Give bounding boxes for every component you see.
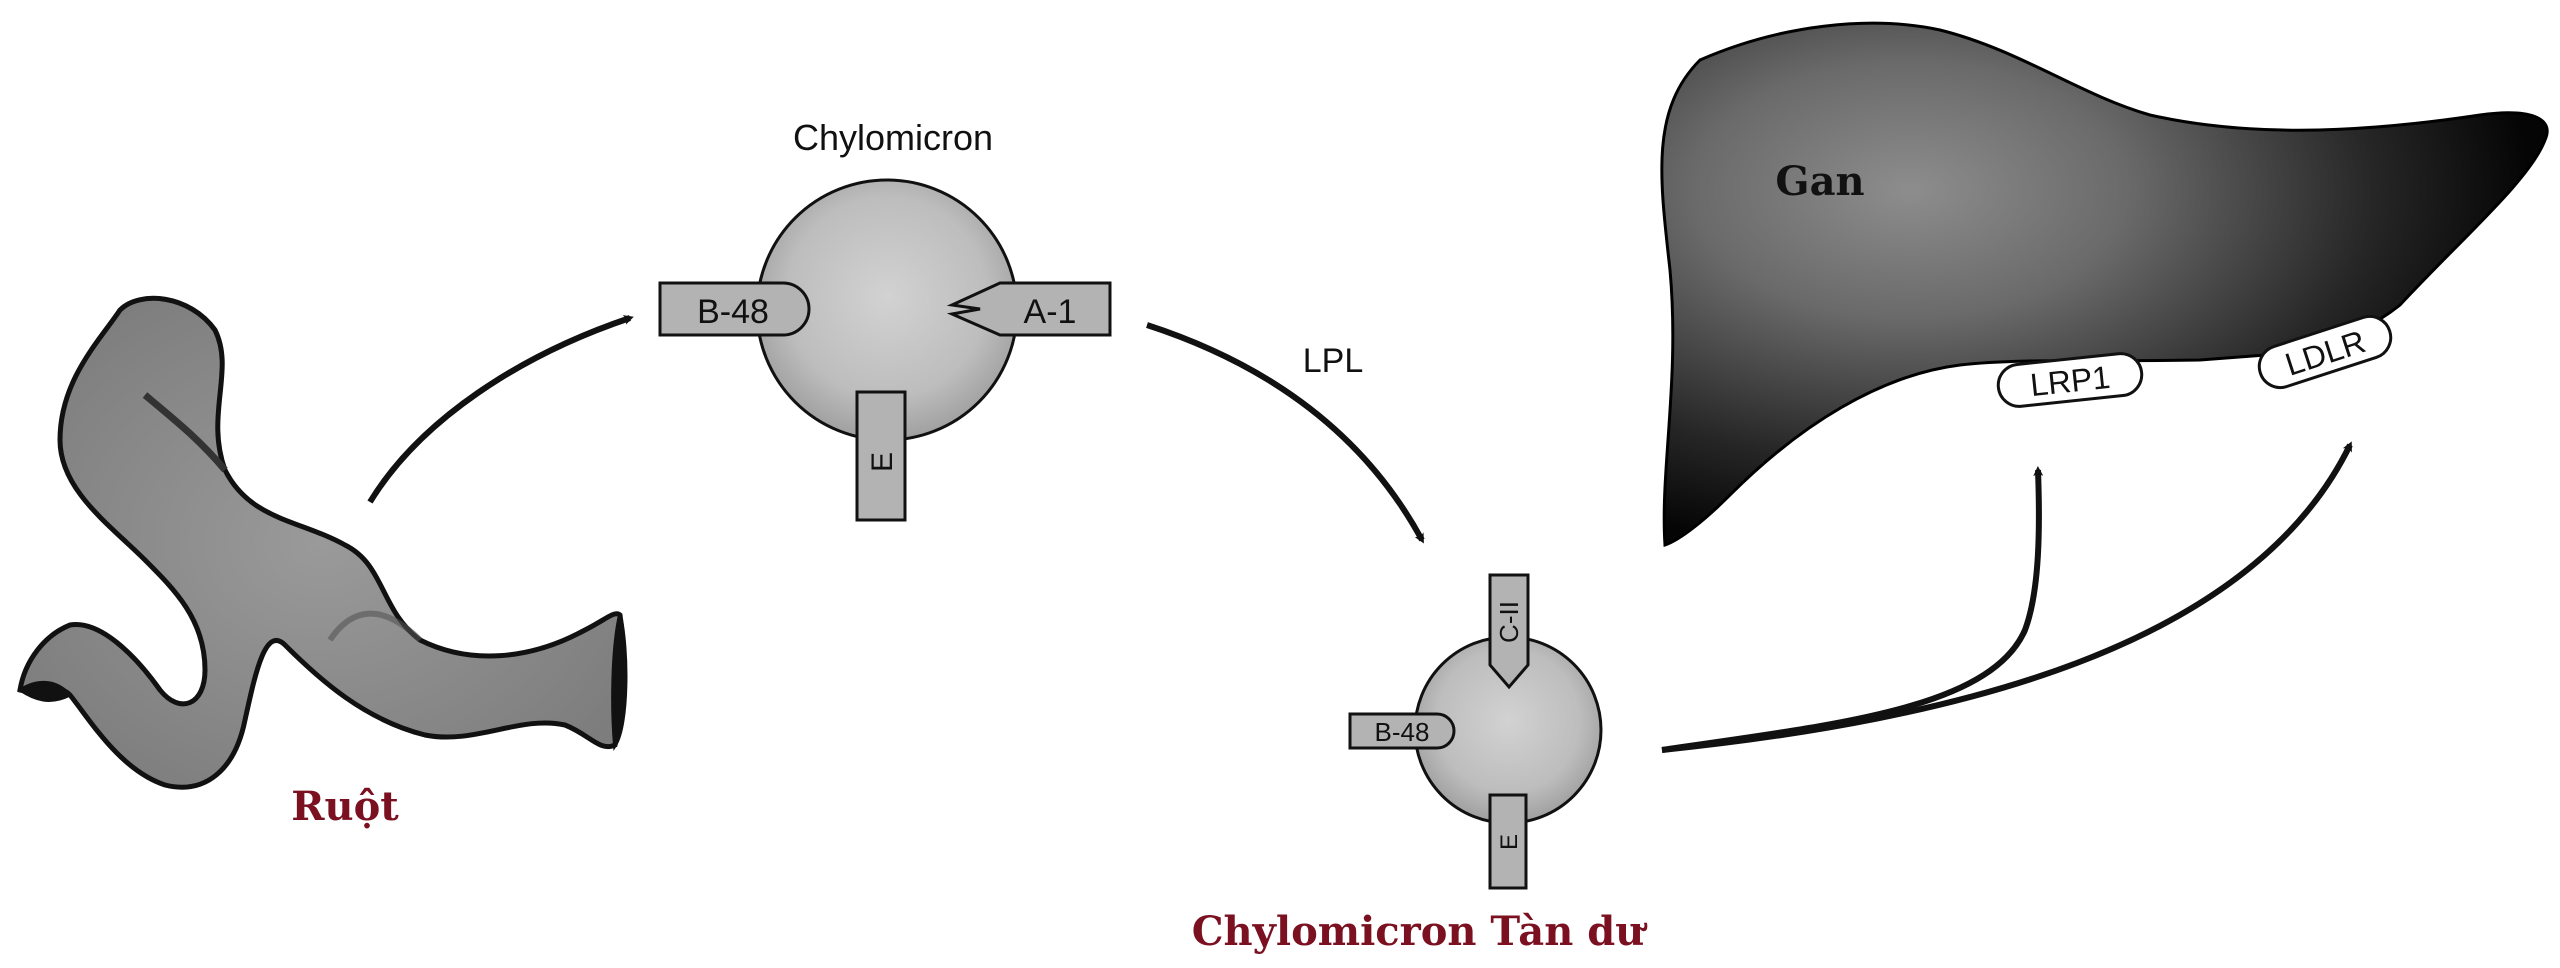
receptor-ldlr-badge bbox=[2257, 314, 2393, 390]
chylomicron-apo-e-label: E bbox=[866, 452, 899, 472]
remnant-apo-e-shape bbox=[1488, 793, 1528, 890]
remnant-apo-b48-shape bbox=[1348, 712, 1456, 750]
receptor-lrp1-badge bbox=[1996, 352, 2144, 408]
liver-illustration bbox=[1660, 21, 2549, 548]
intestine-fold-line-2 bbox=[327, 610, 423, 643]
remnant-apo-c2-shape bbox=[1488, 573, 1530, 690]
liver-label: Gan bbox=[1775, 158, 1864, 205]
receptor-lrp1: LRP1 bbox=[1996, 352, 2144, 408]
chylomicron-apo-e-shape bbox=[855, 390, 907, 522]
arrow-intestine-to-chylomicron bbox=[367, 315, 634, 504]
chylomicron-label: Chylomicron bbox=[793, 117, 993, 158]
intestine-illustration bbox=[17, 295, 628, 790]
intestine-fold-line bbox=[142, 392, 228, 473]
arrow-remnant-to-lrp1 bbox=[1661, 466, 2044, 753]
intestine-opening-right bbox=[611, 614, 628, 751]
arrow-remnant-to-ldlr bbox=[1661, 441, 2353, 753]
chylomicron-apo-a1-label: A-1 bbox=[1024, 293, 1077, 331]
remnant-apo-b48-label: B-48 bbox=[1375, 717, 1430, 747]
intestine-shape bbox=[17, 295, 626, 790]
remnant-apo-c2-label: C-II bbox=[1494, 601, 1524, 643]
lpl-label: LPL bbox=[1303, 342, 1364, 380]
intestine-opening-left bbox=[17, 680, 73, 702]
chylomicron-particle: B-48 A-1 E bbox=[658, 178, 1112, 522]
arrow-chylomicron-to-remnant bbox=[1146, 322, 1425, 544]
liver-shape bbox=[1660, 21, 2549, 548]
remnant-particle: C-II B-48 E bbox=[1348, 573, 1603, 890]
receptor-lrp1-label: LRP1 bbox=[2028, 359, 2111, 403]
chylomicron-apo-a1-shape bbox=[946, 281, 1112, 337]
intestine-label: Ruột bbox=[291, 783, 399, 830]
remnant-apo-e-label: E bbox=[1496, 834, 1523, 850]
remnant-label: Chylomicron Tàn dư bbox=[1192, 908, 1648, 955]
chylomicron-apo-b48-label: B-48 bbox=[697, 293, 769, 331]
chylomicron-apo-b48-shape bbox=[658, 281, 811, 337]
